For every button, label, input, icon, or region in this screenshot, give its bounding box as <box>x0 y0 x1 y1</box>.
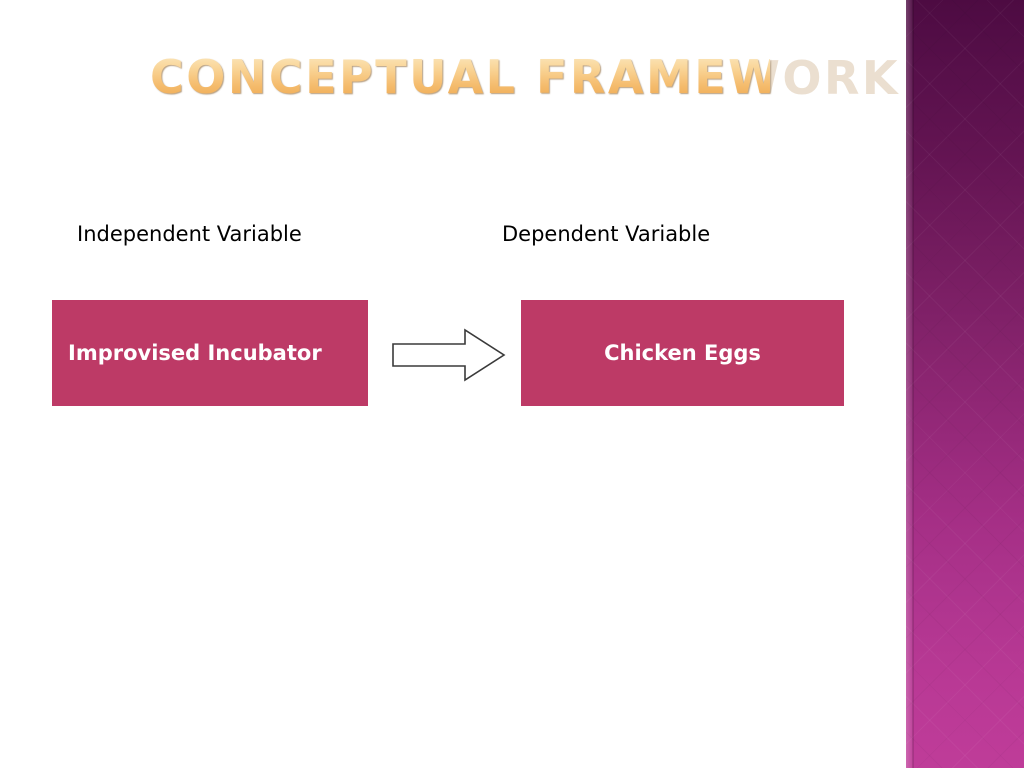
sidebar-left-highlight <box>906 0 913 768</box>
right-arrow-icon <box>392 328 506 382</box>
sidebar-edge-stripe <box>912 0 914 768</box>
independent-variable-box[interactable]: Improvised Incubator <box>52 300 368 406</box>
page-title: CONCEPTUAL FRAMEWORK <box>150 46 897 108</box>
dependent-variable-box-text: Chicken Eggs <box>604 341 761 365</box>
flow-arrow <box>391 328 507 382</box>
dependent-variable-label: Dependent Variable <box>502 222 711 246</box>
independent-variable-label: Independent Variable <box>77 222 302 246</box>
dependent-variable-box[interactable]: Chicken Eggs <box>521 300 844 406</box>
independent-variable-box-text: Improvised Incubator <box>68 341 322 365</box>
sidebar-diamond-pattern <box>906 0 1024 768</box>
decorative-sidebar <box>906 0 1024 768</box>
